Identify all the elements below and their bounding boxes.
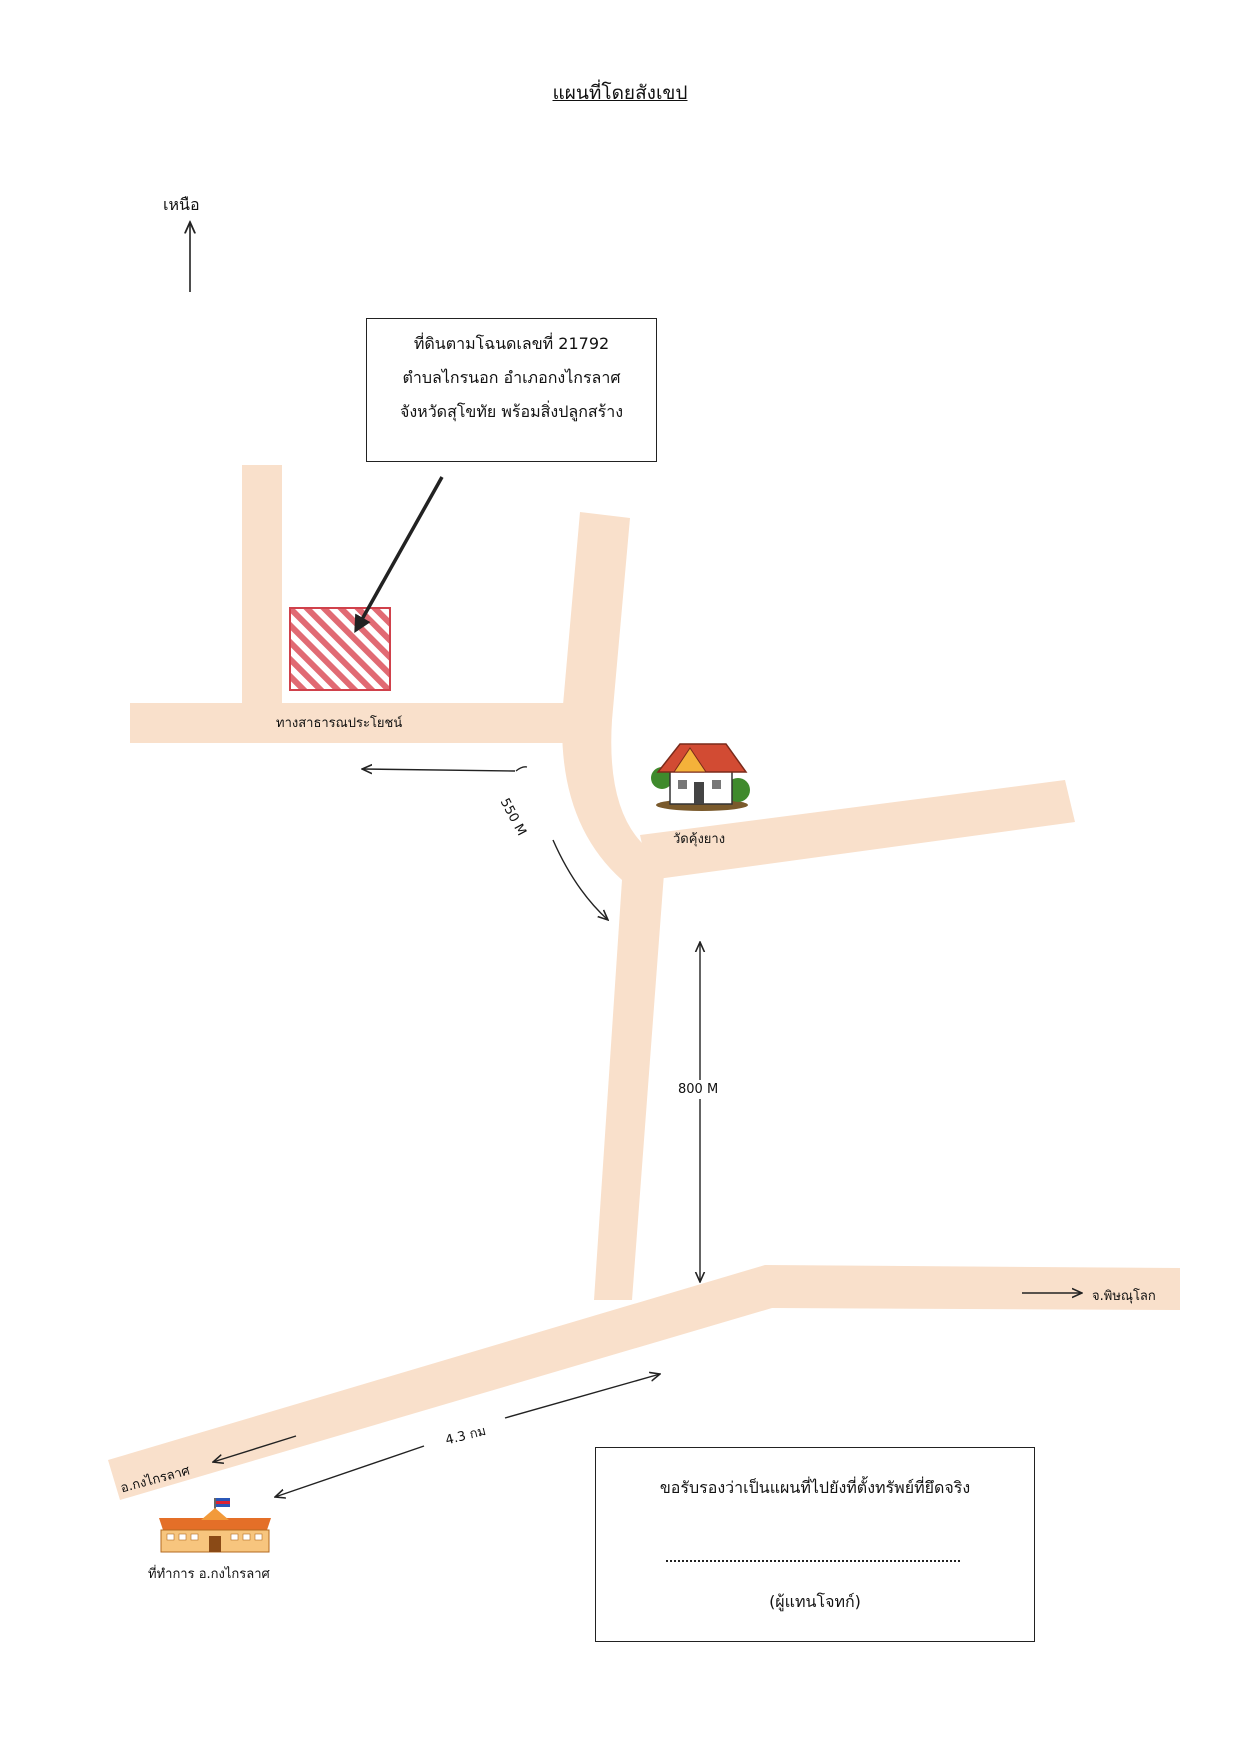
- arrow-to-public-way: [362, 769, 516, 771]
- land-plot-line-3: จังหวัดสุโขทัย พร้อมสิ่งปลูกสร้าง: [399, 402, 624, 421]
- phitsanulok-label: จ.พิษณุโลก: [1092, 1289, 1156, 1304]
- temple-icon: [651, 743, 750, 811]
- plot-pointer-arrow: [354, 476, 444, 634]
- arrow-550-top: [515, 766, 528, 772]
- land-plot-line-1: ที่ดินตามโฉนดเลขที่ 21792: [413, 334, 610, 353]
- road-curve: [562, 512, 665, 1300]
- district-office-label: ที่ทำการ อ.กงไกรลาศ: [148, 1567, 270, 1582]
- arrow-550-curve: [552, 839, 608, 920]
- distance-800-label: 800 M: [678, 1080, 719, 1099]
- road-public-way: [130, 703, 570, 743]
- land-plot-line-2: ตำบลไกรนอก อำเภอกงไกรลาศ: [402, 368, 621, 387]
- temple-label: วัดคุ้งยาง: [673, 832, 726, 847]
- arrow-43-right: [504, 1374, 660, 1419]
- roads: [108, 465, 1180, 1500]
- certification-statement: ขอรับรองว่าเป็นแผนที่ไปยังที่ตั้งทรัพย์ท…: [659, 1478, 971, 1497]
- government-office-icon: [159, 1498, 271, 1553]
- road-east-temple: [640, 780, 1075, 880]
- arrow-43-left: [275, 1445, 425, 1497]
- certification-box: ขอรับรองว่าเป็นแผนที่ไปยังที่ตั้งทรัพย์ท…: [595, 1447, 1035, 1642]
- public-way-label: ทางสาธารณประโยชน์: [276, 716, 403, 731]
- land-plot: [289, 607, 391, 691]
- north-label: เหนือ: [163, 195, 200, 214]
- signature-line: [666, 1560, 960, 1562]
- road-north-left: [242, 465, 282, 715]
- certification-role: (ผู้แทนโจทก์): [769, 1592, 861, 1611]
- land-plot-description-box: ที่ดินตามโฉนดเลขที่ 21792 ตำบลไกรนอก อำเ…: [366, 318, 657, 462]
- page-title: แผนที่โดยสังเขป: [552, 82, 688, 104]
- arrow-kong-krailat: [213, 1435, 297, 1462]
